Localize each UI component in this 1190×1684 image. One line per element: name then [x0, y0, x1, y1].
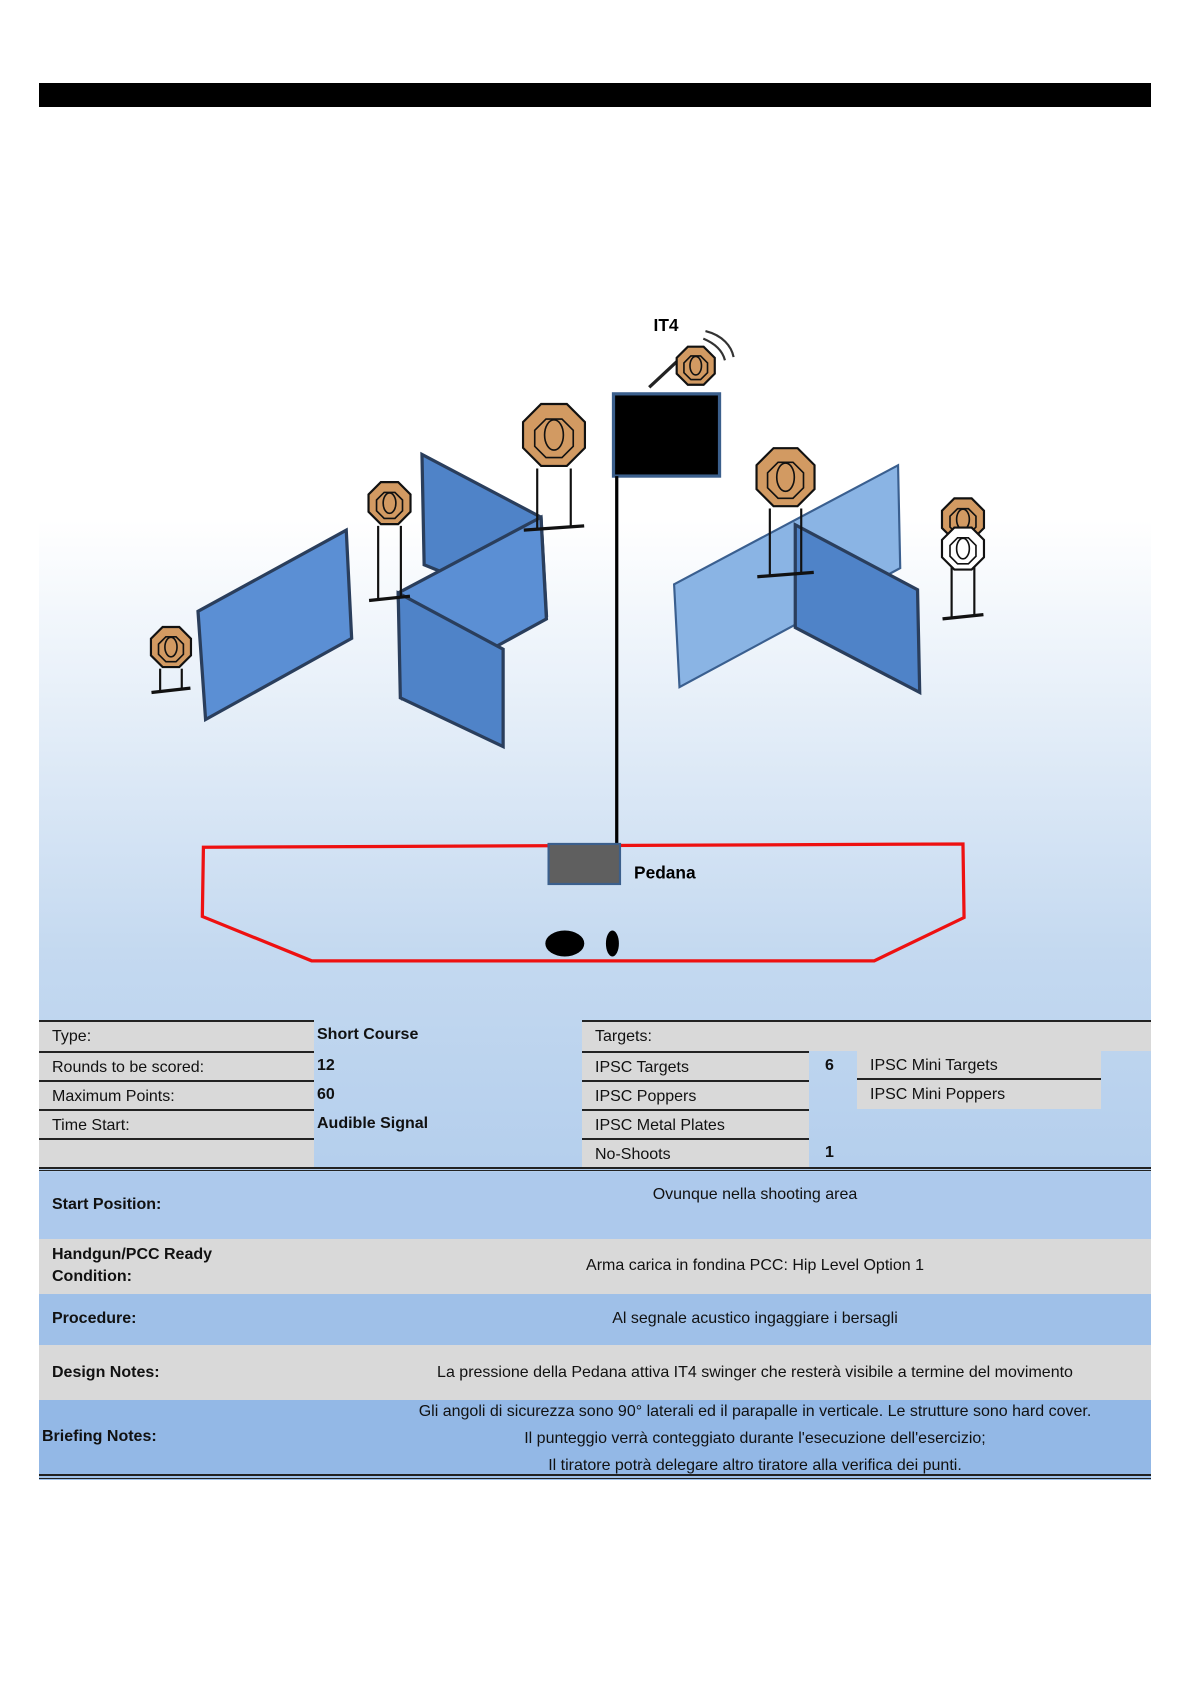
rounds-label: Rounds to be scored: [39, 1051, 314, 1080]
briefing-line: Il tiratore potrà delegare altro tirator… [548, 1457, 962, 1474]
target-t3-icon [521, 402, 587, 467]
target-it4-swinger-head [689, 355, 703, 376]
time-start-label: Time Start: [39, 1109, 314, 1138]
target-type-ipsc-poppers: IPSC Poppers [582, 1080, 809, 1109]
briefing-notes-value: Gli angoli di sicurezza sono 90° lateral… [379, 1398, 1131, 1479]
target-type-metal-plates: IPSC Metal Plates [582, 1109, 809, 1138]
briefing-notes-row: Briefing Notes: Gli angoli di sicurezza … [39, 1400, 1151, 1474]
stage-diagram: IT4 Pedana [149, 315, 986, 963]
target-t5-zone [766, 461, 805, 500]
wall-center-side [396, 590, 505, 750]
time-start-value: Audible Signal [317, 1115, 429, 1132]
briefing-line: Gli angoli di sicurezza sono 90° lateral… [418, 1403, 1092, 1420]
target-t3-zone [533, 418, 575, 459]
target-count-no-shoots: 1 [825, 1144, 834, 1161]
table-divider [39, 1167, 1151, 1171]
max-points-value: 60 [317, 1086, 335, 1103]
target-t5-head [775, 462, 796, 493]
target-t2-zone [375, 491, 404, 520]
procedure-label: Procedure: [52, 1310, 137, 1327]
empty-label-cell [39, 1138, 314, 1167]
target-t1-base [151, 686, 191, 695]
briefing-notes-label: Briefing Notes: [42, 1428, 157, 1445]
mini-targets: IPSC Mini Targets [857, 1051, 1101, 1080]
target-t1-head [164, 636, 178, 658]
pedana-label: Pedana [634, 863, 696, 883]
target-t3-head [543, 419, 565, 451]
no-shoot-head [955, 537, 971, 560]
target-count-ipsc-targets: 6 [825, 1057, 834, 1074]
start-mark-large [545, 930, 585, 957]
wall-right-long [672, 463, 902, 689]
targets-label: Targets: [582, 1020, 1151, 1051]
swing-arrow-icon [702, 330, 735, 361]
start-mark-small [605, 930, 619, 957]
rounds-value: 12 [317, 1057, 335, 1074]
target-t1-zone [157, 635, 185, 663]
procedure-value: Al segnale acustico ingaggiare i bersagl… [612, 1310, 898, 1327]
design-notes-value: La pressione della Pedana attiva IT4 swi… [437, 1364, 1073, 1381]
wall-left [196, 527, 354, 723]
design-notes-label: Design Notes: [52, 1364, 160, 1381]
ready-condition-value: Arma carica in fondina PCC: Hip Level Op… [586, 1257, 924, 1274]
type-value: Short Course [317, 1026, 419, 1043]
ready-label-line-1: Handgun/PCC Ready [52, 1246, 213, 1263]
target-it4-swinger-zone [683, 355, 709, 381]
pedana-plate [547, 842, 622, 886]
table-bottom-border [39, 1474, 1151, 1479]
ready-label-line-2: Condition: [52, 1268, 132, 1285]
target-type-ipsc-targets: IPSC Targets [582, 1051, 809, 1080]
briefing-line: Il punteggio verrà conteggiato durante l… [524, 1430, 986, 1447]
no-shoot-zone [949, 537, 977, 565]
procedure-row: Procedure: Al segnale acustico ingaggiar… [39, 1294, 1151, 1345]
type-label: Type: [39, 1020, 314, 1051]
max-points-label: Maximum Points: [39, 1080, 314, 1109]
header-bar [39, 83, 1151, 107]
start-position-row: Start Position: Ovunque nella shooting a… [39, 1172, 1151, 1239]
start-position-label: Start Position: [52, 1196, 162, 1213]
target-t5-base [757, 570, 814, 579]
activator-box [611, 392, 722, 478]
target-type-no-shoots: No-Shoots [582, 1138, 809, 1167]
it4-label: IT4 [654, 315, 679, 335]
mini-poppers: IPSC Mini Poppers [857, 1080, 1101, 1109]
target-t6-base [942, 612, 984, 621]
design-notes-row: Design Notes: La pressione della Pedana … [39, 1345, 1151, 1400]
shooting-area-fault-line [200, 842, 966, 963]
target-t2-base [368, 594, 411, 603]
target-t2-head [382, 492, 397, 515]
start-position-value: Ovunque nella shooting area [652, 1186, 858, 1203]
wall-right-side [793, 522, 922, 696]
target-t3-base [523, 524, 585, 532]
